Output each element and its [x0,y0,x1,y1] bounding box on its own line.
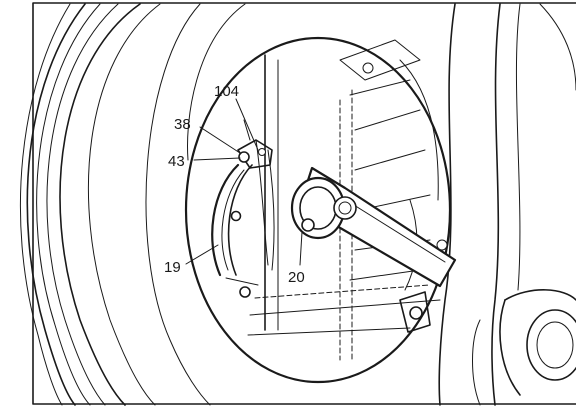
callout-38: 38 [174,116,191,133]
leader-lines [185,98,303,266]
tension-bracket [237,119,275,271]
callout-43: 43 [168,153,185,170]
callout-104: 104 [214,83,239,100]
leader-104 [235,98,259,151]
callout-19: 19 [164,259,181,276]
leader-38 [199,126,241,154]
leader-43 [193,157,241,161]
housing-rings [19,3,576,406]
pedal-hub [472,289,576,406]
frame-border [32,2,576,405]
leader-19 [185,244,219,265]
leader-20 [299,231,303,266]
brake-arc [211,163,259,298]
internal-bracket [247,54,441,336]
callout-20: 20 [288,269,305,286]
crank-hub [290,176,357,240]
frame-tube [438,3,521,406]
lower-bracket [362,62,448,333]
access-opening [184,36,452,384]
